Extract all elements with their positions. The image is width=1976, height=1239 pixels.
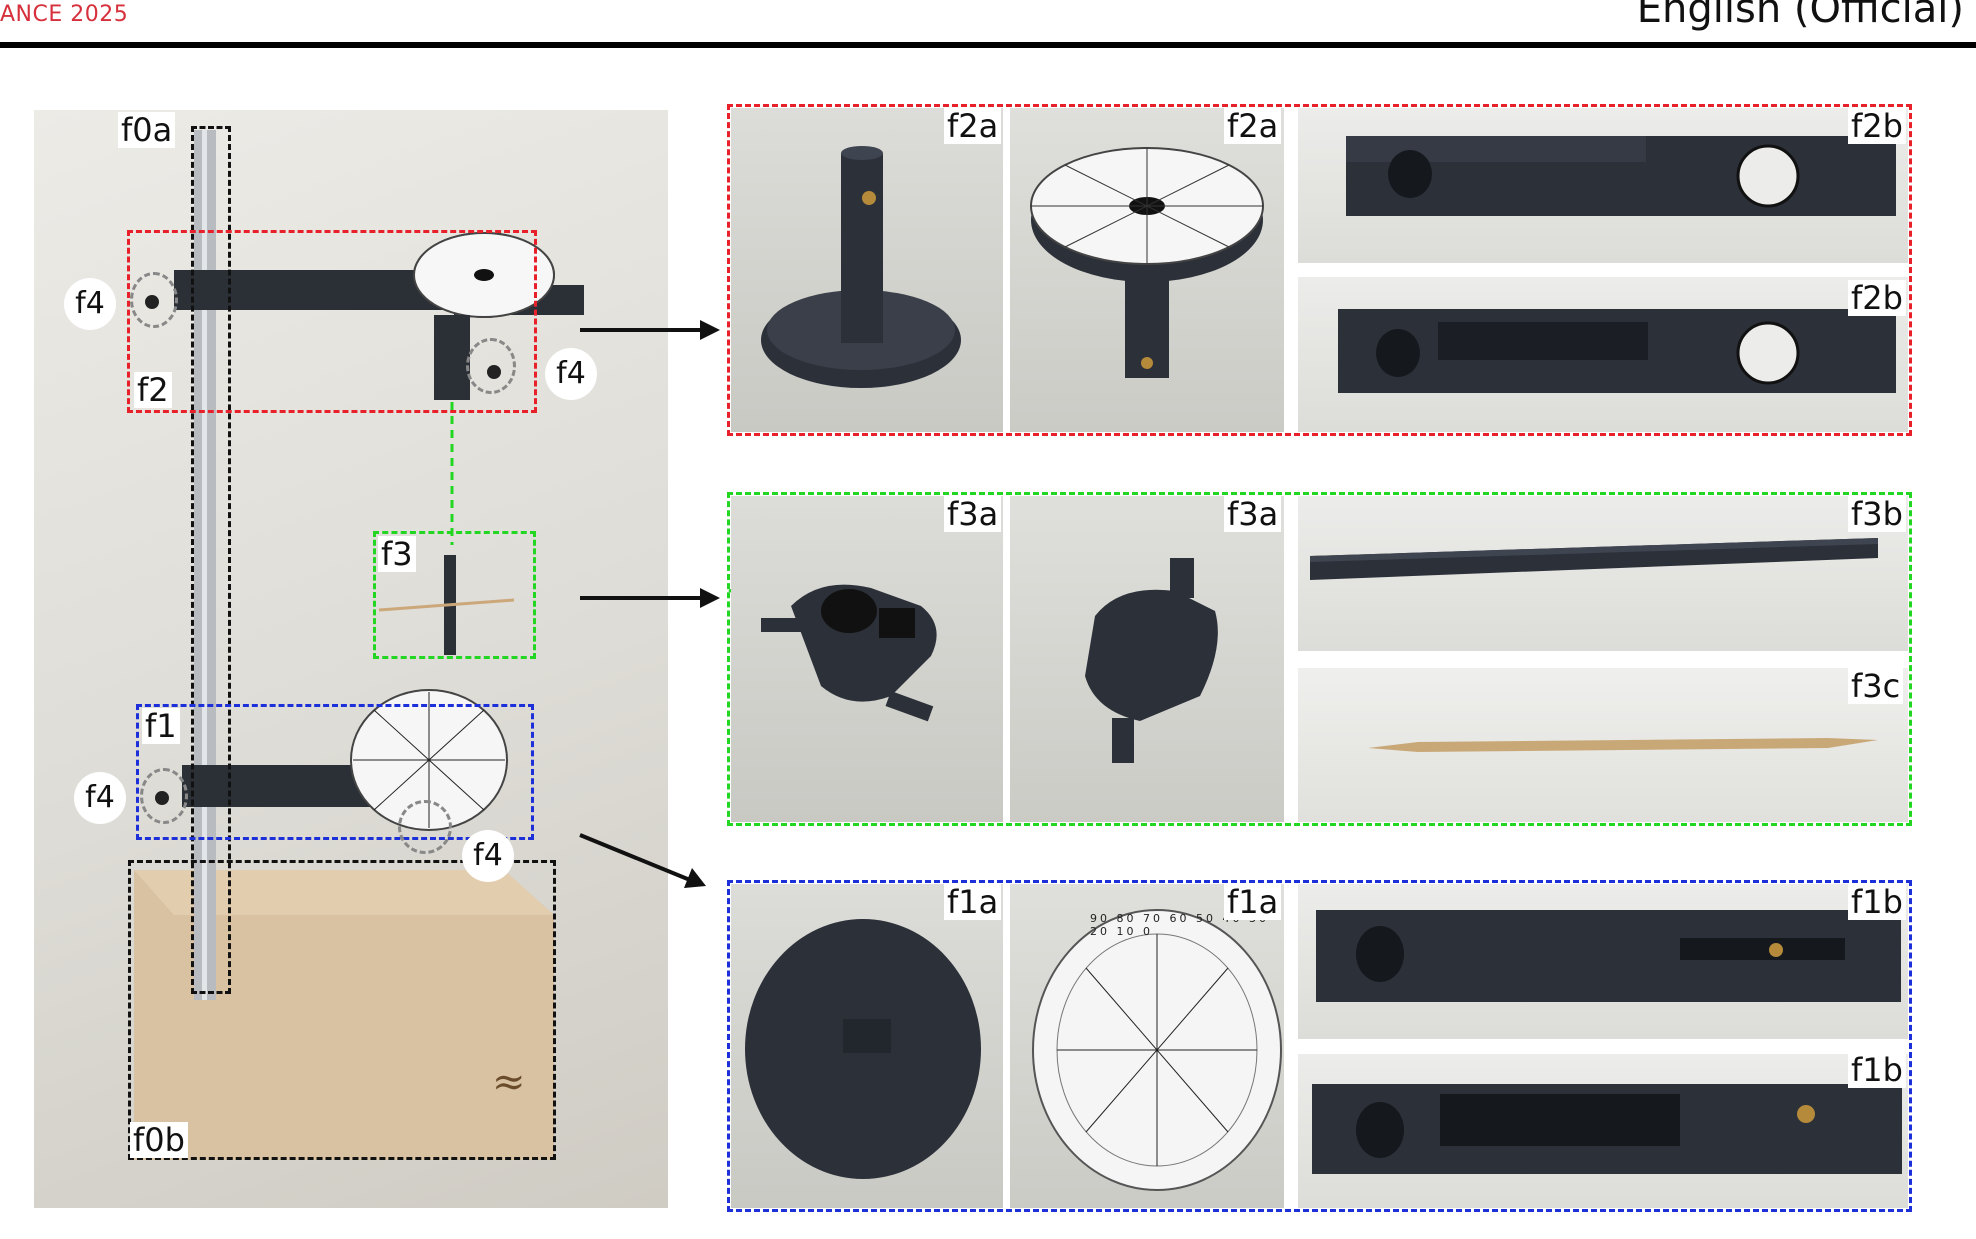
label-f1: f1 <box>142 708 180 744</box>
knob-ring-4 <box>398 800 452 854</box>
label-f4-upper-left: f4 <box>64 278 116 330</box>
label-f2b-2: f2b <box>1848 280 1906 316</box>
label-f3: f3 <box>378 536 416 572</box>
photo-f1b-1 <box>1298 884 1908 1039</box>
frame-f3 <box>373 531 536 659</box>
frame-f1 <box>136 704 534 840</box>
photo-f3c <box>1298 668 1908 822</box>
knob-ring-2 <box>466 338 516 394</box>
label-f1b-1: f1b <box>1848 884 1906 920</box>
frame-f0b <box>128 860 556 1160</box>
knob-ring-1 <box>130 272 178 328</box>
header-language: English (Official) <box>1636 0 1964 32</box>
main-setup-drawing: ≈ <box>134 130 584 1160</box>
label-f3c: f3c <box>1848 668 1904 704</box>
header-left-text: ANCE 2025 <box>0 2 129 27</box>
label-f4-lower-left: f4 <box>74 772 126 824</box>
label-f0b: f0b <box>130 1122 188 1158</box>
label-f2a-1: f2a <box>944 108 1002 144</box>
frame-f2-parts <box>727 104 1912 436</box>
knob-ring-3 <box>140 768 188 824</box>
label-f3a-2: f3a <box>1224 496 1282 532</box>
label-f2a-2: f2a <box>1224 108 1282 144</box>
photo-f2a-2 <box>1010 108 1284 432</box>
label-f3b: f3b <box>1848 496 1906 532</box>
label-f2b-1: f2b <box>1848 108 1906 144</box>
label-f1a-2: f1a <box>1224 884 1282 920</box>
photo-f2a-1 <box>731 108 1003 432</box>
frame-f2 <box>127 230 537 413</box>
frame-f3-parts <box>727 492 1912 826</box>
photo-f1a-1 <box>731 884 1003 1208</box>
photo-f3b <box>1298 496 1908 651</box>
photo-f2b-1 <box>1298 108 1908 263</box>
label-f4-upper-right: f4 <box>545 348 597 400</box>
photo-f2b-2 <box>1298 277 1908 432</box>
photo-f3a-1 <box>731 496 1003 822</box>
frame-f1-parts <box>727 880 1912 1212</box>
svg-text:≈: ≈ <box>492 1059 526 1105</box>
label-f2: f2 <box>134 372 172 408</box>
photo-f1b-2 <box>1298 1054 1908 1208</box>
label-f0a: f0a <box>118 112 176 148</box>
photo-f3a-2 <box>1010 496 1284 822</box>
header-rule <box>0 42 1976 48</box>
label-f1a-1: f1a <box>944 884 1002 920</box>
main-setup-photo: ≈ <box>34 110 668 1208</box>
label-f1b-2: f1b <box>1848 1052 1906 1088</box>
label-f4-lower-right: f4 <box>462 830 514 882</box>
label-f3a-1: f3a <box>944 496 1002 532</box>
frame-f0a <box>191 126 231 994</box>
